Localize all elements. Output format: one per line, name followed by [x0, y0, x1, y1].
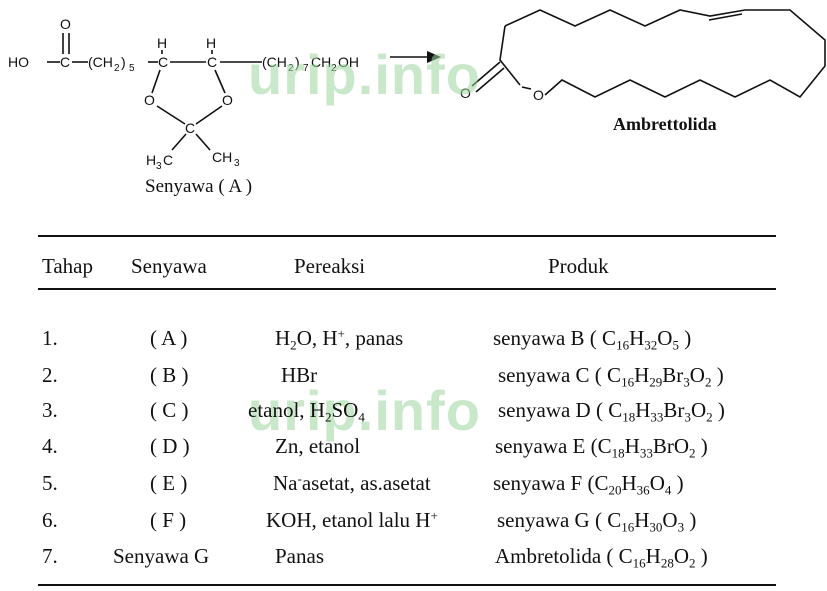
methyl-right: CH: [212, 149, 232, 165]
svg-text:C: C: [163, 152, 173, 168]
carbon-left-label: C: [158, 54, 168, 70]
row-step: 5.: [42, 471, 58, 495]
row-step: 1.: [42, 326, 58, 350]
row-reagent: HBr: [281, 363, 318, 387]
row-compound: ( F ): [150, 508, 187, 532]
svg-text:): ): [295, 54, 300, 70]
chain5-sub: 2: [114, 63, 120, 74]
carbon-label: C: [60, 54, 70, 70]
header-step: Tahap: [42, 254, 94, 278]
svg-text:3: 3: [234, 158, 240, 169]
svg-text:OH: OH: [338, 54, 359, 70]
svg-text:3: 3: [156, 161, 162, 172]
table-bottom-rule: [38, 584, 776, 586]
carbon-right-label: C: [207, 54, 217, 70]
row-product: senyawa G ( C16H30O3 ): [497, 508, 697, 535]
methyl-left: H: [146, 152, 156, 168]
carbonyl-oxygen-label: O: [60, 16, 71, 32]
chain7-n: 7: [303, 63, 309, 74]
row-compound: ( B ): [150, 363, 189, 387]
row-reagent: etanol, H2SO4: [248, 398, 365, 425]
row-step: 6.: [42, 508, 58, 532]
lactone-carbonyl-oxygen: O: [460, 85, 471, 101]
product-name: Ambrettolida: [613, 114, 717, 134]
table-header-rule: [38, 288, 776, 290]
ketal-carbon: C: [185, 120, 195, 136]
row-reagent: KOH, etanol lalu H+: [266, 508, 438, 533]
row-step: 7.: [42, 544, 58, 568]
table-top-rule: [38, 235, 776, 237]
hydroxyl-label: HO: [8, 54, 29, 70]
watermark-top: urip.info: [248, 43, 481, 106]
row-step: 2.: [42, 363, 58, 387]
row-reagent: Panas: [275, 544, 324, 568]
chain7-label: (CH: [262, 54, 287, 70]
hydrogen-left-label: H: [157, 35, 167, 51]
row-compound: ( D ): [150, 434, 190, 458]
reaction-scheme: HO C O (CH 2 ) 5 C H C H O O C H 3 C CH …: [8, 9, 826, 172]
chain5-label: (CH: [88, 54, 113, 70]
header-product: Produk: [548, 254, 609, 278]
row-product: senyawa D ( C18H33Br3O2 ): [498, 398, 725, 425]
header-reagent: Pereaksi: [294, 254, 366, 278]
row-reagent: Zn, etanol: [275, 434, 361, 458]
row-compound: ( E ): [150, 471, 188, 495]
ch2oh-label: CH: [311, 54, 331, 70]
row-step: 3.: [42, 398, 58, 422]
row-product: Ambretolida ( C16H28O2 ): [495, 544, 708, 571]
header-compound: Senyawa: [131, 254, 207, 278]
compound-a-label: Senyawa ( A ): [145, 176, 253, 197]
lactone-ring-oxygen: O: [533, 87, 544, 103]
row-compound: ( C ): [150, 398, 189, 422]
watermark-middle: urip.info: [248, 379, 481, 442]
ring-oxygen-right: O: [222, 92, 233, 108]
row-step: 4.: [42, 434, 58, 458]
row-reagent: H2O, H+, panas: [275, 326, 404, 353]
row-compound: ( A ): [150, 326, 188, 350]
row-product: senyawa F (C20H36O4 ): [493, 471, 684, 498]
row-product: senyawa E (C18H33BrO2 ): [495, 434, 708, 461]
chain5-n: 5: [129, 63, 135, 74]
svg-text:2: 2: [288, 63, 294, 74]
row-compound: Senyawa G: [113, 544, 210, 568]
ring-oxygen-left: O: [144, 92, 155, 108]
svg-text:2: 2: [331, 63, 337, 74]
chain5-close: ): [121, 54, 126, 70]
hydrogen-right-label: H: [206, 35, 216, 51]
row-product: senyawa C ( C16H29Br3O2 ): [498, 363, 724, 390]
row-reagent: Na-asetat, as.asetat: [273, 471, 431, 496]
row-product: senyawa B ( C16H32O5 ): [493, 326, 692, 353]
